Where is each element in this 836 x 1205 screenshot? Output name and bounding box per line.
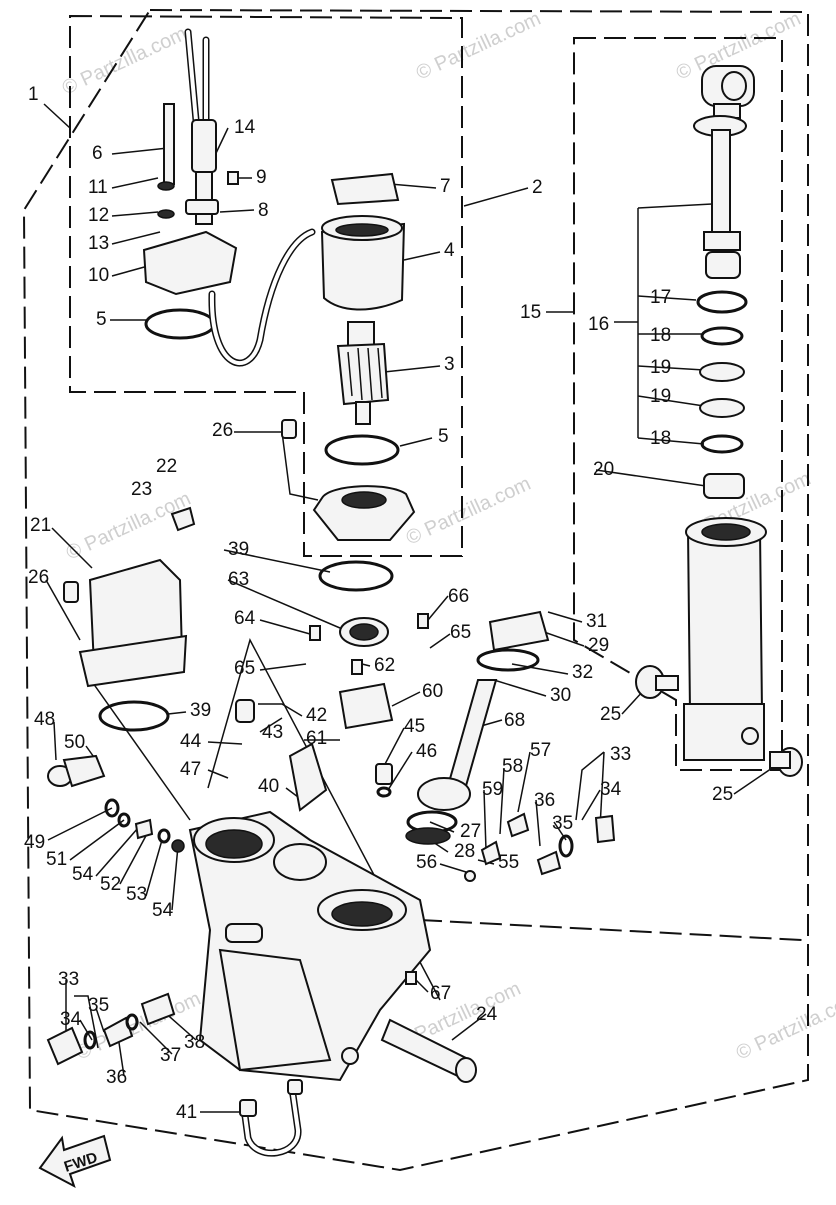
callout-36: 36 — [534, 790, 555, 811]
callout-14: 14 — [234, 117, 256, 138]
callout-63: 63 — [228, 569, 249, 590]
callout-5: 5 — [96, 309, 107, 330]
callout-47: 47 — [180, 759, 201, 780]
callout-7: 7 — [440, 176, 451, 197]
watermark: © Partzilla.com — [403, 473, 534, 550]
callout-46: 46 — [416, 741, 437, 762]
motor-assembly-boundary — [69, 14, 463, 557]
callout-68: 68 — [504, 710, 525, 731]
callout-4: 4 — [444, 240, 455, 261]
tilt-cylinder — [635, 65, 803, 777]
callout-3: 3 — [444, 354, 455, 375]
callout-31: 31 — [586, 611, 607, 632]
watermark: © Partzilla.com — [63, 488, 194, 565]
callout-25: 25 — [712, 784, 733, 805]
callout-54: 54 — [152, 900, 174, 921]
tilt-cylinder-boundary — [573, 37, 783, 771]
callout-26: 26 — [28, 567, 49, 588]
callout-29: 29 — [588, 635, 609, 656]
callout-54: 54 — [72, 864, 94, 885]
callout-34: 34 — [60, 1009, 82, 1030]
callout-45: 45 — [404, 716, 425, 737]
callout-19: 19 — [650, 357, 671, 378]
callout-60: 60 — [422, 681, 443, 702]
watermark: © Partzilla.com — [59, 23, 190, 100]
leader-lines — [43, 103, 779, 1113]
callout-12: 12 — [88, 205, 109, 226]
callout-37: 37 — [160, 1045, 181, 1066]
callout-2: 2 — [532, 177, 543, 198]
fwd-arrow-icon: FWD — [38, 1134, 112, 1189]
callout-1: 1 — [28, 84, 39, 105]
callout-20: 20 — [593, 459, 614, 480]
callout-33: 33 — [610, 744, 631, 765]
callout-15: 15 — [520, 302, 541, 323]
callout-layer: 1234556789101112131415161718191918202122… — [24, 84, 733, 1123]
callout-51: 51 — [46, 849, 67, 870]
callout-56: 56 — [416, 852, 437, 873]
callout-44: 44 — [180, 731, 202, 752]
callout-52: 52 — [100, 874, 121, 895]
callout-24: 24 — [476, 1004, 498, 1025]
callout-8: 8 — [258, 200, 269, 221]
callout-55: 55 — [498, 852, 519, 873]
callout-35: 35 — [88, 995, 109, 1016]
callout-49: 49 — [24, 832, 45, 853]
callout-65: 65 — [450, 622, 471, 643]
callout-17: 17 — [650, 287, 671, 308]
callout-41: 41 — [176, 1102, 197, 1123]
callout-13: 13 — [88, 233, 109, 254]
callout-36: 36 — [106, 1067, 127, 1088]
watermark: © Partzilla.com — [733, 988, 836, 1065]
callout-22: 22 — [156, 456, 177, 477]
callout-27: 27 — [460, 821, 481, 842]
callout-59: 59 — [482, 779, 503, 800]
motor-assembly — [142, 28, 416, 541]
callout-35: 35 — [552, 813, 573, 834]
callout-10: 10 — [88, 265, 109, 286]
callout-30: 30 — [550, 685, 571, 706]
callout-19: 19 — [650, 386, 671, 407]
callout-6: 6 — [92, 143, 103, 164]
callout-67: 67 — [430, 983, 451, 1004]
callout-58: 58 — [502, 756, 523, 777]
callout-65: 65 — [234, 658, 255, 679]
callout-26: 26 — [212, 420, 233, 441]
callout-66: 66 — [448, 586, 469, 607]
callout-23: 23 — [131, 479, 152, 500]
callout-53: 53 — [126, 884, 147, 905]
callout-40: 40 — [258, 776, 279, 797]
callout-34: 34 — [600, 779, 622, 800]
callout-21: 21 — [30, 515, 51, 536]
callout-25: 25 — [600, 704, 621, 725]
callout-48: 48 — [34, 709, 55, 730]
outer-assembly-boundary — [22, 8, 809, 1172]
callout-39: 39 — [228, 539, 249, 560]
callout-42: 42 — [306, 705, 327, 726]
callout-9: 9 — [256, 167, 267, 188]
callout-57: 57 — [530, 740, 551, 761]
callout-18: 18 — [650, 325, 671, 346]
manifold-body — [46, 810, 477, 1157]
callout-43: 43 — [262, 722, 283, 743]
callout-18: 18 — [650, 428, 671, 449]
callout-62: 62 — [374, 655, 395, 676]
callout-38: 38 — [184, 1032, 205, 1053]
callout-50: 50 — [64, 732, 85, 753]
watermark: © Partzilla.com — [413, 8, 544, 85]
callout-33: 33 — [58, 969, 79, 990]
callout-16: 16 — [588, 314, 609, 335]
callout-28: 28 — [454, 841, 475, 862]
pump-boundary-line — [419, 919, 803, 941]
callout-61: 61 — [306, 728, 327, 749]
callout-39: 39 — [190, 700, 211, 721]
callout-64: 64 — [234, 608, 256, 629]
pump-assembly — [47, 506, 616, 882]
callout-5: 5 — [438, 426, 449, 447]
callout-11: 11 — [88, 177, 108, 198]
callout-32: 32 — [572, 662, 593, 683]
